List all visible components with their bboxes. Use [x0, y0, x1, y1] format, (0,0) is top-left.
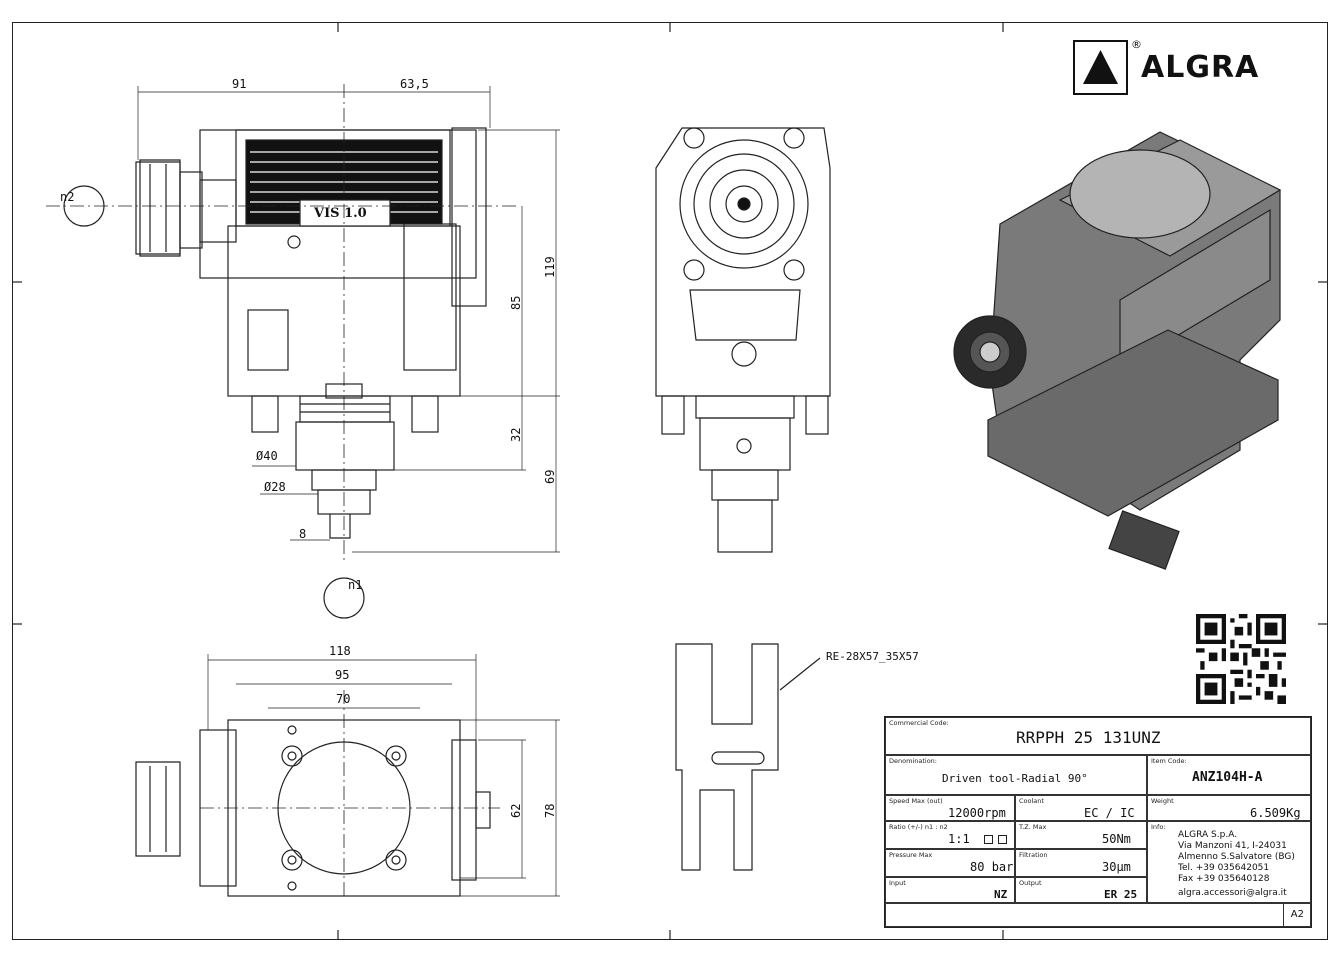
dim-95: 95 [335, 668, 350, 682]
dim-70: 70 [336, 692, 351, 706]
denomination-value: Driven tool-Radial 90° [942, 772, 1088, 785]
legal-cell: A2 [885, 903, 1311, 927]
commercial-code-value: RRPPH 25 131UNZ [1016, 728, 1161, 747]
torque-label: T.Z. Max [1019, 823, 1047, 831]
company-address1: Via Manzoni 41, I-24031 [1178, 841, 1287, 851]
input-cell: Input NZ [885, 877, 1015, 903]
input-label: Input [889, 879, 906, 887]
dim-63-5: 63,5 [400, 77, 429, 91]
ratio-value: 1:1 [948, 832, 970, 846]
denomination-cell: Denomination: Driven tool-Radial 90° [885, 755, 1147, 795]
company-email: algra.accessori@algra.it [1178, 888, 1287, 898]
coolant-cell: Coolant EC / IC [1015, 795, 1147, 821]
brand-logo: ® ALGRA [1073, 38, 1303, 98]
dim-dia40: Ø40 [256, 449, 278, 463]
denomination-label: Denomination: [889, 757, 937, 765]
dim-119: 119 [543, 256, 557, 278]
company-name: ALGRA S.p.A. [1178, 830, 1238, 840]
dim-8: 8 [299, 527, 307, 541]
filtration-label: Filtration [1019, 851, 1048, 859]
torque-cell: T.Z. Max 50Nm [1015, 821, 1147, 849]
sheet-divider [1283, 904, 1284, 926]
item-code-value: ANZ104H-A [1192, 770, 1263, 785]
qr-code [1196, 614, 1286, 704]
dim-32: 32 [509, 427, 523, 442]
rotation-label-n1: n1 [348, 578, 363, 592]
coolant-value: EC / IC [1084, 806, 1135, 820]
dim-118: 118 [329, 644, 351, 658]
title-block: Commercial Code: RRPPH 25 131UNZ Denomin… [884, 716, 1312, 928]
pressure-value: 80 bar [970, 860, 1014, 874]
sheet-size: A2 [1290, 909, 1304, 920]
legal-fine-print [888, 906, 1274, 922]
dim-91: 91 [232, 77, 247, 91]
torque-value: 50Nm [1102, 832, 1131, 846]
logo-triangle-icon [1073, 40, 1128, 95]
ratio-square-icon [998, 835, 1007, 844]
ratio-label: Ratio (+/-) n1 : n2 [889, 823, 948, 831]
company-fax: Fax +39 035640128 [1178, 874, 1270, 884]
pressure-label: Pressure Max [889, 851, 933, 859]
coolant-label: Coolant [1019, 797, 1044, 805]
rotation-label-n2: n2 [60, 190, 75, 204]
filtration-value: 30µm [1102, 860, 1131, 874]
pressure-cell: Pressure Max 80 bar [885, 849, 1015, 877]
company-info: ALGRA S.p.A. Via Manzoni 41, I-24031 Alm… [1178, 830, 1295, 899]
input-value: NZ [994, 888, 1008, 901]
dim-78: 78 [543, 803, 557, 818]
info-cell: Info: ALGRA S.p.A. Via Manzoni 41, I-240… [1147, 821, 1311, 903]
ratio-cell: Ratio (+/-) n1 : n2 1:1 [885, 821, 1015, 849]
info-label: Info: [1151, 823, 1166, 831]
output-label: Output [1019, 879, 1042, 887]
side-view [655, 127, 831, 553]
speed-cell: Speed Max (out) 12000rpm [885, 795, 1015, 821]
dim-69: 69 [543, 469, 557, 484]
commercial-code-cell: Commercial Code: RRPPH 25 131UNZ [885, 717, 1311, 755]
item-code-label: Item Code: [1151, 757, 1187, 765]
collet-reference: RE-28X57_35X57 [826, 650, 919, 663]
filtration-cell: Filtration 30µm [1015, 849, 1147, 877]
brand-name: ALGRA [1141, 50, 1260, 85]
commercial-code-label: Commercial Code: [889, 719, 949, 727]
ratio-square-icon [984, 835, 993, 844]
weight-cell: Weight 6.509Kg [1147, 795, 1311, 821]
output-cell: Output ER 25 [1015, 877, 1147, 903]
output-value: ER 25 [1104, 888, 1138, 901]
dim-85: 85 [509, 295, 523, 310]
speed-value: 12000rpm [948, 806, 1006, 820]
front-view [46, 84, 560, 619]
registered-mark: ® [1131, 38, 1142, 51]
company-address2: Almenno S.Salvatore (BG) [1178, 852, 1295, 862]
dim-62: 62 [509, 803, 523, 818]
isometric-view [953, 131, 1282, 570]
speed-label: Speed Max (out) [889, 797, 943, 805]
top-view [135, 654, 560, 900]
collet-key [675, 643, 821, 871]
weight-value: 6.509Kg [1250, 806, 1301, 820]
engraving-label: VIS 1.0 [314, 206, 367, 221]
company-tel: Tel. +39 035642051 [1178, 863, 1270, 873]
dim-dia28: Ø28 [264, 480, 286, 494]
weight-label: Weight [1151, 797, 1174, 805]
item-code-cell: Item Code: ANZ104H-A [1147, 755, 1311, 795]
